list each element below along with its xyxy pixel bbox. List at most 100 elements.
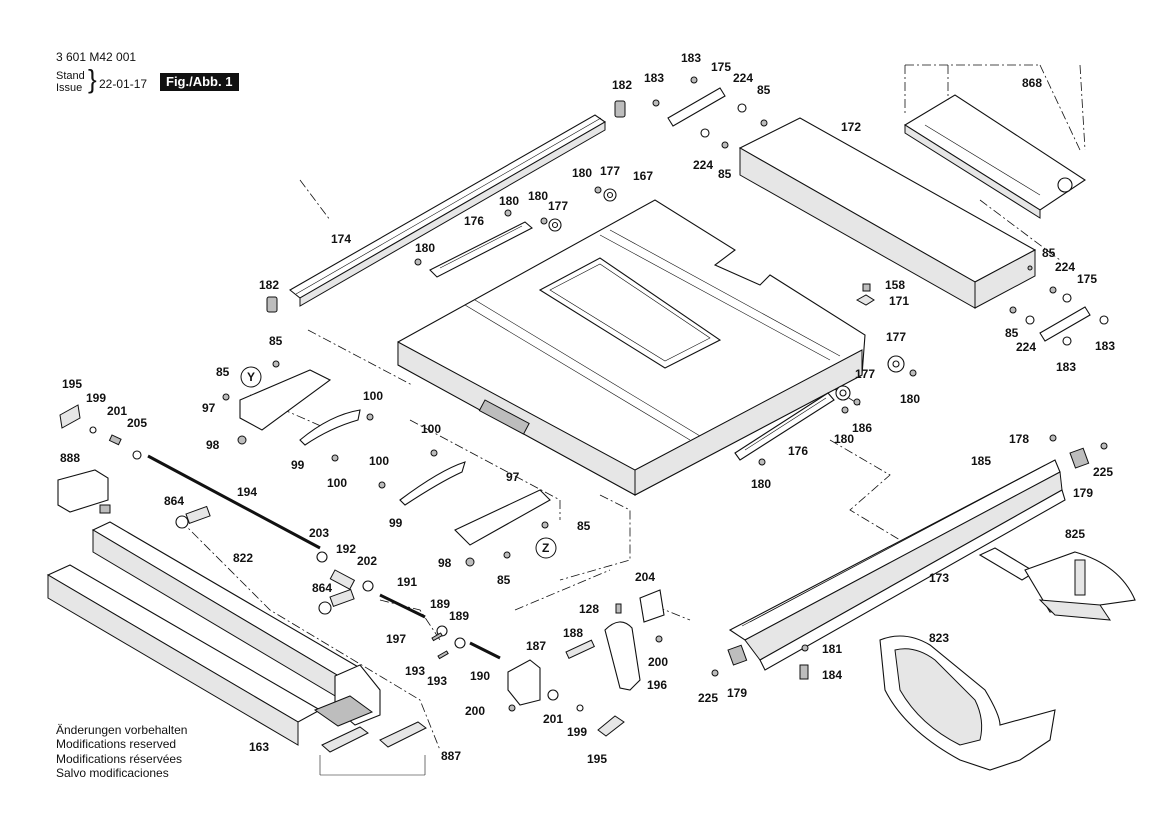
- part-label-822: 822: [233, 551, 253, 565]
- callout-letters: Y Z: [247, 370, 549, 555]
- callout-y: [240, 366, 262, 388]
- shaft-parts: [316, 551, 426, 619]
- right-washers: [835, 355, 917, 414]
- part-label-224-b: 224: [693, 158, 713, 172]
- rail-176-top: [429, 221, 533, 278]
- part-label-85-a: 85: [757, 83, 771, 97]
- part-label-184: 184: [822, 668, 842, 682]
- left-small-parts: [59, 404, 321, 550]
- part-label-196: 196: [647, 678, 667, 692]
- part-label-192: 192: [336, 542, 356, 556]
- part-label-224-c: 224: [1055, 260, 1075, 274]
- part-label-203: 203: [309, 526, 329, 540]
- part-label-183-b: 183: [644, 71, 664, 85]
- part-label-183-c: 183: [1095, 339, 1115, 353]
- part-label-177-b: 177: [548, 199, 568, 213]
- part-label-864-b: 864: [312, 581, 332, 595]
- document-number: 3 601 M42 001: [56, 50, 137, 64]
- part-label-193-a: 193: [405, 664, 425, 678]
- part-label-180-d: 180: [415, 241, 435, 255]
- part-label-100-c: 100: [369, 454, 389, 468]
- callout-z-letter: Z: [542, 541, 549, 555]
- part-label-182-a: 182: [612, 78, 632, 92]
- part-label-188: 188: [563, 626, 583, 640]
- trunnion-left: [222, 360, 374, 462]
- figure-badge: Fig./Abb. 1: [160, 73, 240, 91]
- part-label-180-e: 180: [900, 392, 920, 406]
- part-label-178: 178: [1009, 432, 1029, 446]
- part-label-98-a: 98: [206, 438, 220, 452]
- part-label-176-b: 176: [788, 444, 808, 458]
- knob-864-top: [175, 505, 211, 529]
- notes-block: Änderungen vorbehalten Modifications res…: [56, 723, 187, 780]
- part-label-888: 888: [60, 451, 80, 465]
- end-caps-179: [711, 442, 1108, 677]
- part-label-190: 190: [470, 669, 490, 683]
- part-label-199-a: 199: [86, 391, 106, 405]
- part-label-185: 185: [971, 454, 991, 468]
- note-de: Änderungen vorbehalten: [56, 723, 188, 737]
- part-label-195-a: 195: [62, 377, 82, 391]
- part-label-204: 204: [635, 570, 655, 584]
- part-label-85-d: 85: [1005, 326, 1019, 340]
- part-label-181: 181: [822, 642, 842, 656]
- parts-181-184: [799, 644, 809, 680]
- part-label-85-e: 85: [269, 334, 283, 348]
- part-label-224-d: 224: [1016, 340, 1036, 354]
- bracket-887: [319, 721, 427, 776]
- part-label-825: 825: [1065, 527, 1085, 541]
- part-label-201-a: 201: [107, 404, 127, 418]
- part-label-191: 191: [397, 575, 417, 589]
- part-label-175-a: 175: [711, 60, 731, 74]
- miter-gauge-825: [978, 547, 1136, 621]
- stand-label: Stand: [56, 70, 85, 82]
- part-label-98-b: 98: [438, 556, 452, 570]
- rail-163: [46, 564, 374, 746]
- washers-177-top: [548, 188, 617, 232]
- part-label-199-b: 199: [567, 725, 587, 739]
- part-label-177-c: 177: [886, 330, 906, 344]
- part-label-183-a: 183: [681, 51, 701, 65]
- knob-864-bottom: [318, 588, 355, 615]
- clip-182-top: [614, 100, 626, 118]
- screws-180-top: [414, 186, 602, 266]
- part-label-176-a: 176: [464, 214, 484, 228]
- clip-182-bottom: [266, 296, 278, 313]
- part-label-85-b: 85: [718, 167, 732, 181]
- part-label-174: 174: [331, 232, 351, 246]
- part-label-197: 197: [386, 632, 406, 646]
- part-label-85-h: 85: [497, 573, 511, 587]
- lock-parts: [431, 625, 501, 660]
- table-top-167: [397, 199, 866, 496]
- part-label-180-c: 180: [528, 189, 548, 203]
- part-label-177-a: 177: [600, 164, 620, 178]
- rail-176-right: [734, 392, 835, 466]
- part-label-163: 163: [249, 740, 269, 754]
- part-label-864-a: 864: [164, 494, 184, 508]
- part-label-179-a: 179: [1073, 486, 1093, 500]
- trunnion-center: [378, 449, 551, 567]
- part-label-224-a: 224: [733, 71, 753, 85]
- note-en: Modifications reserved: [56, 737, 177, 752]
- part-label-194: 194: [237, 485, 257, 499]
- brace-symbol: }: [88, 64, 97, 94]
- part-label-100-a: 100: [363, 389, 383, 403]
- part-label-205: 205: [127, 416, 147, 430]
- part-label-868: 868: [1022, 76, 1042, 90]
- assembly-lines: [179, 179, 1061, 751]
- part-label-183-d: 183: [1056, 360, 1076, 374]
- part-label-128: 128: [579, 602, 599, 616]
- note-fr: Modifications réservées: [56, 751, 183, 766]
- part-label-887: 887: [441, 749, 461, 763]
- part-label-173: 173: [929, 571, 949, 585]
- part-label-195-b: 195: [587, 752, 607, 766]
- part-label-179-b: 179: [727, 686, 747, 700]
- bracket-175-top: [652, 76, 768, 149]
- note-es: Salvo modificaciones: [56, 765, 169, 780]
- part-label-97-a: 97: [202, 401, 216, 415]
- part-label-189-a: 189: [430, 597, 450, 611]
- part-label-99-b: 99: [389, 516, 403, 530]
- part-label-85-c: 85: [1042, 246, 1056, 260]
